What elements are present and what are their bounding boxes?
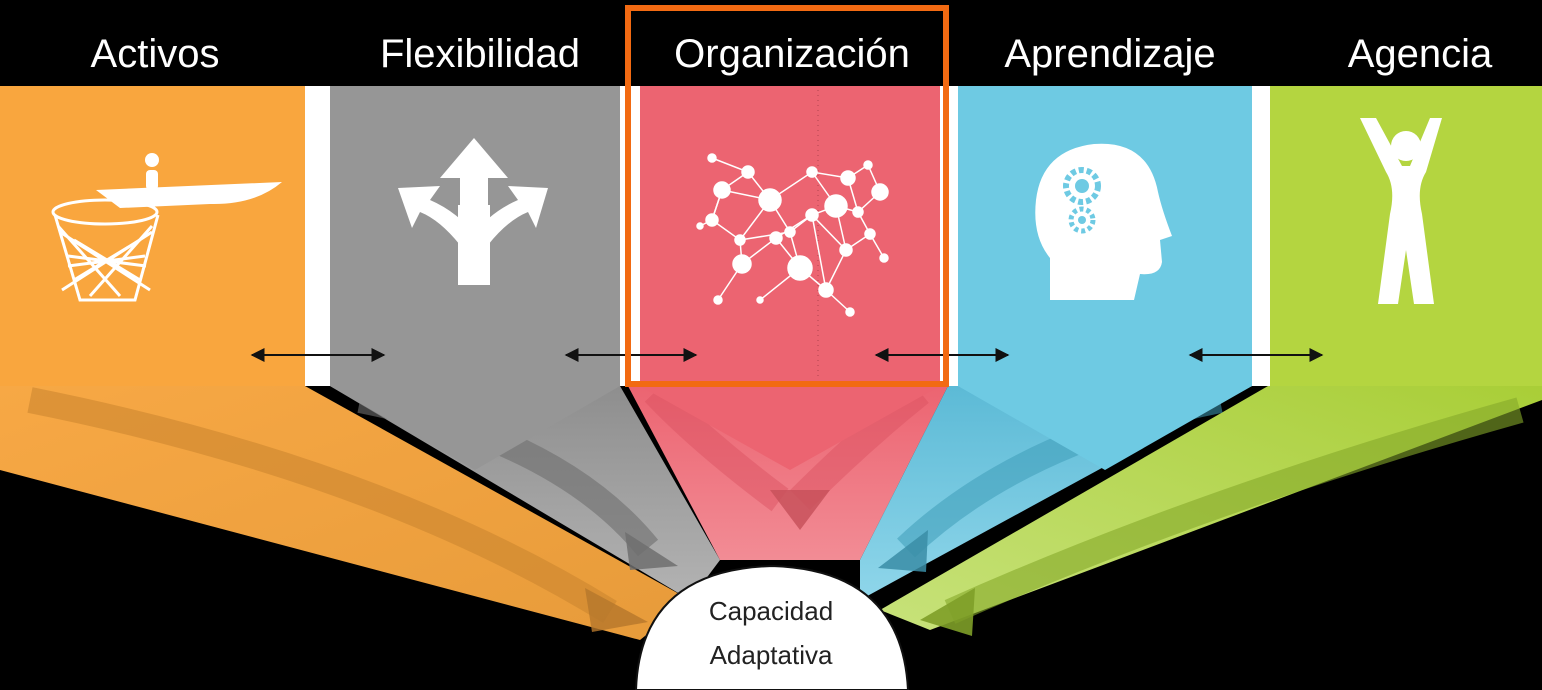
center-title-line2: Adaptativa <box>709 640 833 670</box>
curve-arrow-organizacion-left <box>644 382 789 512</box>
network-icon <box>696 153 889 317</box>
funnel-activos <box>0 386 690 640</box>
head-gears-icon <box>1035 143 1172 300</box>
funnel-organizacion <box>628 386 948 560</box>
curve-arrow-agencia <box>944 397 1524 624</box>
label-agencia: Agencia <box>1347 32 1493 76</box>
separator-1 <box>305 86 330 386</box>
label-aprendizaje: Aprendizaje <box>1004 32 1216 76</box>
branching-arrows-icon <box>398 138 548 285</box>
curve-arrow-organizacion-head <box>770 490 830 530</box>
label-activos: Activos <box>90 32 220 76</box>
person-arms-raised-icon <box>1360 118 1442 304</box>
center-dome <box>634 564 910 690</box>
label-organizacion: Organización <box>674 32 910 76</box>
curve-arrow-flexibilidad-head <box>625 532 678 570</box>
curve-arrow-activos <box>27 387 617 624</box>
pillar-organizacion <box>640 86 940 470</box>
boat-net-icon <box>51 153 282 302</box>
pillar-labels: Activos Flexibilidad Organización Aprend… <box>0 0 1542 90</box>
separator-4 <box>1252 86 1270 386</box>
curve-arrow-agencia-head <box>920 588 975 636</box>
highlight-box <box>625 5 949 387</box>
center-title-line1: Capacidad <box>708 596 834 626</box>
curve-arrow-activos-head <box>585 588 648 632</box>
label-flexibilidad: Flexibilidad <box>379 32 581 76</box>
curve-arrow-aprendizaje-head <box>878 530 928 572</box>
